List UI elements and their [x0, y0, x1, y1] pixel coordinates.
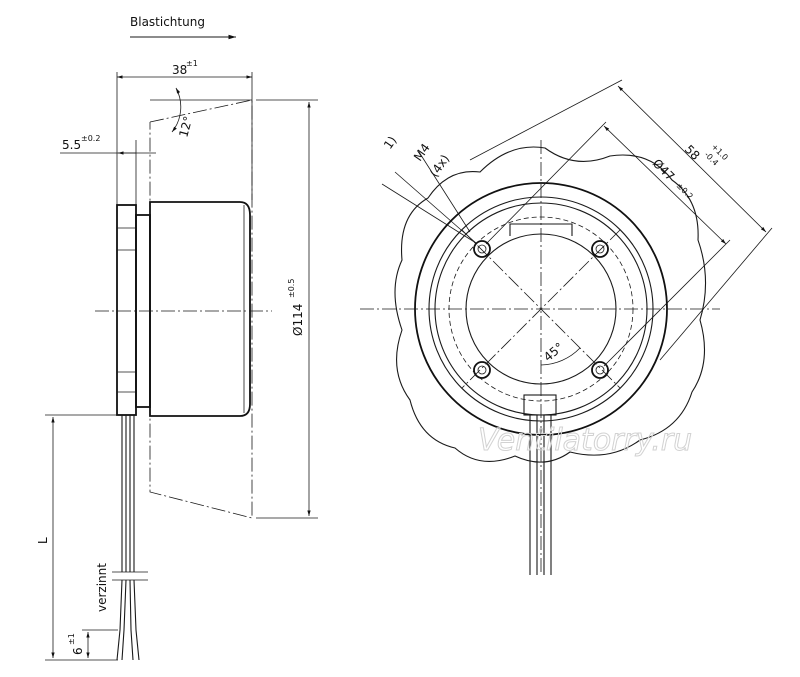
extension-line	[603, 239, 731, 367]
flange-tolerance: ±0.2	[81, 134, 100, 143]
thread-leader	[381, 183, 477, 244]
watermark: Ventilatorry.ru	[478, 423, 692, 458]
front-view: 45° 1) M4 (4x) 58 +1.0 -0.4 Ø47 ±0.2	[360, 79, 773, 575]
thread-label: M4	[411, 141, 433, 164]
strip-tolerance: ±1	[67, 633, 76, 645]
cable-length-label: L	[36, 537, 50, 544]
bolt-circle-tolerance: ±0.2	[675, 181, 695, 201]
extension-line	[485, 121, 607, 245]
mounting-hole	[473, 361, 491, 379]
thread-leader	[418, 151, 471, 233]
thread-leader	[394, 171, 477, 244]
mounting-hole	[591, 361, 609, 379]
extension-line	[659, 227, 773, 361]
impeller-envelope	[149, 99, 253, 519]
angle-arc	[540, 347, 581, 366]
flange-plate	[116, 204, 137, 416]
flange-dimension: 5.5	[62, 138, 81, 152]
rotor-body	[149, 201, 251, 417]
angle-dimension: 12°	[176, 115, 195, 139]
bolt-circle-dimension: Ø47	[650, 156, 677, 183]
extension-line	[469, 79, 623, 161]
width-tolerance: ±1	[186, 59, 198, 68]
strip-dimension: 6	[71, 647, 85, 655]
cable	[121, 579, 127, 661]
cable-exit	[523, 394, 557, 416]
diameter-dimension: Ø114	[291, 304, 305, 336]
width-dimension: 38	[172, 63, 187, 77]
thread-count: (4x)	[427, 152, 452, 180]
cable	[116, 579, 123, 661]
outer-dimension: 58	[682, 142, 703, 163]
mounting-hole	[591, 240, 609, 258]
side-view: Blastichtung 38 ±1 12° 5.5 ±0.2	[36, 15, 318, 661]
cable	[129, 579, 134, 661]
mounting-hole	[473, 240, 491, 258]
cable	[133, 579, 140, 661]
note-reference: 1)	[381, 134, 400, 152]
diagonal-center-line	[461, 229, 621, 389]
airflow-direction-label: Blastichtung	[130, 15, 205, 29]
bolt-circle-dimension-line	[603, 125, 727, 245]
tinned-label: verzinnt	[95, 563, 109, 612]
angle-arc	[171, 87, 182, 133]
diameter-tolerance: ±0.5	[287, 279, 296, 298]
